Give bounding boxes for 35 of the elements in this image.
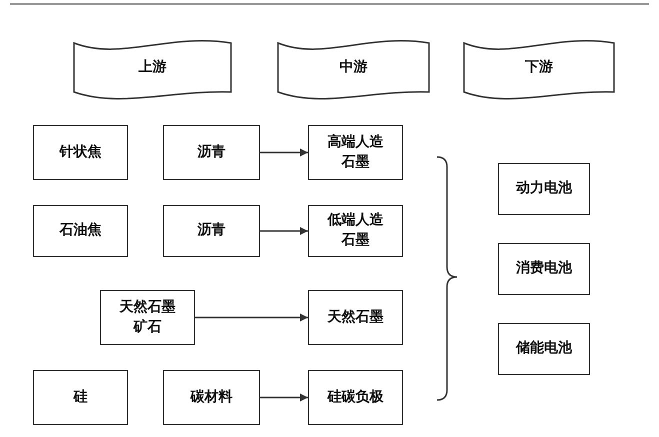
process-box [308, 370, 403, 425]
node-label: 高端人造石墨 [326, 132, 384, 172]
process-box [33, 370, 128, 425]
node-label: 储能电池 [514, 339, 574, 358]
node-label: 上游 [138, 58, 168, 77]
node-label: 消费电池 [514, 259, 574, 278]
node-label: 硅 [72, 388, 88, 407]
arrow [195, 314, 308, 322]
process-box [100, 290, 195, 345]
process-box [498, 243, 590, 295]
node-label: 天然石墨矿石 [118, 298, 176, 336]
node-label: 针状焦 [58, 142, 102, 162]
process-box [163, 370, 260, 425]
node-label: 动力电池 [514, 179, 574, 198]
arrow [260, 394, 308, 402]
node-label: 沥青 [196, 221, 226, 240]
arrow [260, 148, 308, 156]
process-box [498, 323, 590, 375]
process-box [308, 290, 403, 345]
process-box [308, 205, 403, 257]
node-label: 硅碳负极 [326, 388, 384, 407]
node-label: 石油焦 [58, 221, 102, 240]
node-label: 天然石墨 [326, 308, 384, 327]
process-box [498, 163, 590, 215]
process-box [33, 205, 128, 257]
node-label: 碳材料 [189, 388, 234, 407]
process-box [163, 205, 260, 257]
node-label: 沥青 [196, 142, 226, 162]
process-box [33, 125, 128, 180]
process-box [163, 125, 260, 180]
node-label: 中游 [338, 58, 368, 77]
arrow [260, 227, 308, 235]
process-box [308, 125, 403, 180]
node-label: 低端人造石墨 [326, 211, 384, 250]
node-label: 下游 [524, 58, 554, 77]
